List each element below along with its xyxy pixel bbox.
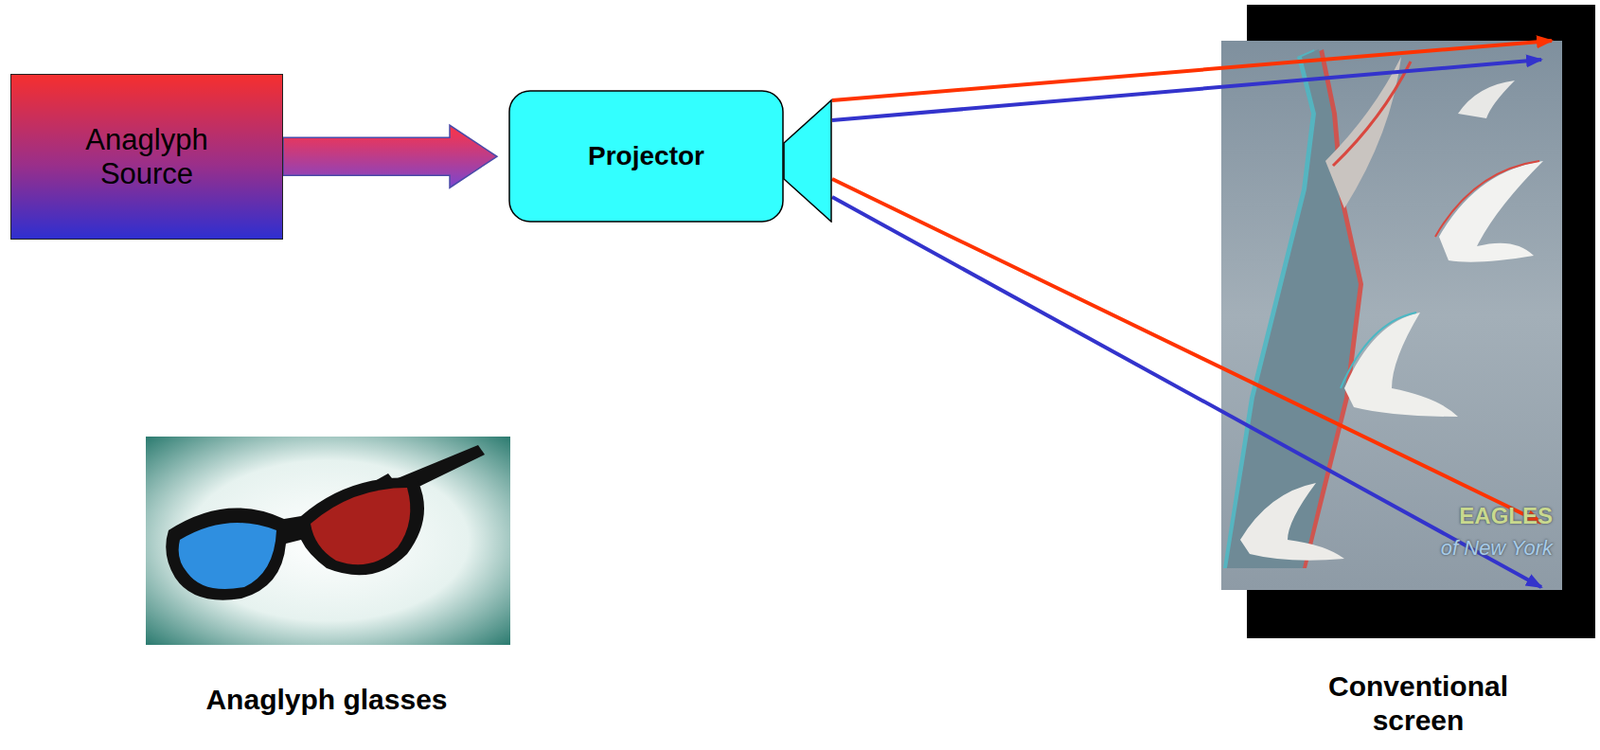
glasses-blue-lens [178,522,277,589]
box-label: Anaglyph Source [52,123,242,192]
projector-lens [783,100,832,222]
bird [1439,160,1544,263]
box-label: Projector [508,89,784,223]
bird [1240,482,1345,561]
screen-photo [1221,40,1563,590]
connector-group [283,40,1552,587]
glasses-red-lens [310,487,410,565]
light-ray-arrow [832,178,1542,523]
glasses-photo-ground [145,436,511,645]
statue-figure [1223,49,1411,569]
glasses-frame [165,478,425,601]
bird [1344,312,1458,417]
statue-body [1226,49,1359,569]
light-ray-arrow [832,59,1542,121]
projector-body [509,90,783,222]
photo-caption: EAGLES [1372,502,1553,530]
source-box: Anaglyph Source [10,73,284,240]
anaglyph-glasses-figure [165,444,485,601]
projector-box: Projector [508,89,833,223]
light-ray-arrow [832,40,1552,101]
bird-figures [1240,80,1544,561]
bird-red-edge [1435,160,1540,237]
bird [1457,80,1515,119]
block-arrow [283,124,498,188]
screen-heading: Conventional screen [1314,669,1523,738]
photo-caption: of New York [1353,535,1553,561]
figure-caption: Anaglyph glasses [184,683,469,716]
screen-node: Conventional screen [1221,40,1563,590]
light-ray-arrow [832,196,1542,587]
bird-cyan-edge [1340,312,1417,389]
